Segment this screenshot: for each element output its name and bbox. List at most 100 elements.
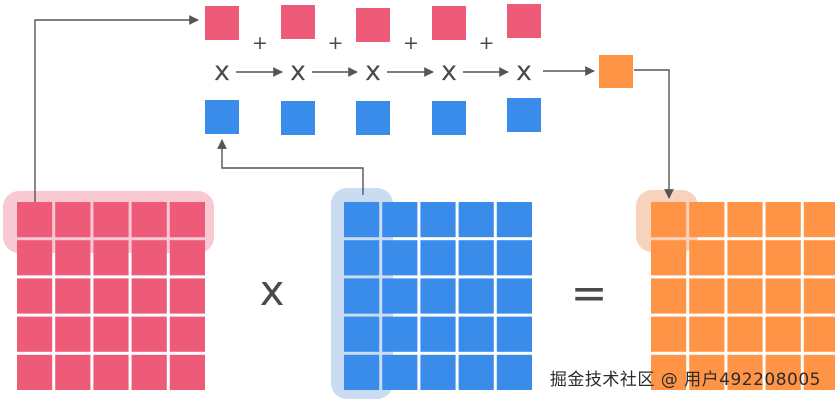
matrix-b-cell [420,278,456,314]
row-element-square [507,4,541,38]
matrix-b-cell [420,240,456,276]
matrix-a-cell [17,240,53,276]
plus-operator: + [328,32,344,54]
matrix-c-cell [689,278,725,314]
matrix-a-cell [169,354,205,390]
matrix-b-cell [420,202,456,238]
matrix-c-cell [765,240,801,276]
column-element-square [205,100,239,134]
row-element-square [356,8,390,42]
matrix-a-cell [93,316,129,352]
matrix-a-cell [131,240,167,276]
row-element-square [281,5,315,39]
column-to-bottom-connector [217,139,364,195]
row-element-square [205,6,239,40]
matrix-b-cell [458,354,494,390]
matrix-b-cell [496,240,532,276]
column-element-square [432,101,466,135]
matrix-c-cell [765,278,801,314]
matrix-a [17,202,205,390]
multiply-operator: x [260,266,285,315]
matrix-a-cell [131,354,167,390]
matrix-a-cell [93,240,129,276]
matrix-c-cell [727,354,763,390]
matrix-c-cell [727,278,763,314]
matrix-c-cell [803,278,835,314]
matrix-c-cell [689,240,725,276]
matrix-b-cell [382,354,418,390]
result-cell [599,55,633,88]
matrix-a-cell [55,354,91,390]
column-element-square [281,101,315,135]
matrix-a-cell [17,202,53,238]
matrix-c-cell [803,316,835,352]
matrix-c-cell [803,240,835,276]
matrix-a-cell [169,316,205,352]
matrix-b-cell [458,202,494,238]
product-operator: x [214,56,230,87]
matrix-a-cell [55,278,91,314]
matrix-c-cell [651,354,687,390]
matrix-b-cell [420,316,456,352]
plus-operator: + [479,32,495,54]
matrix-a-cell [93,278,129,314]
matrix-c-cell [651,240,687,276]
matrix-a-cell [17,354,53,390]
matrix-b-cell [496,278,532,314]
matrix-c-cell [727,240,763,276]
matrix-b-cell [344,316,380,352]
column-element-square [507,98,541,132]
dot-product-pipeline: x+x+x+x+x [205,4,541,135]
plus-operator: + [403,32,419,54]
matrix-b-cell [382,202,418,238]
matrix-a-cell [93,202,129,238]
row-element-square [432,6,466,40]
watermark: 掘金技术社区 @ 用户492208005 [549,370,821,390]
matrix-a-cell [17,316,53,352]
matrix-c-cell [803,202,835,238]
matrix-c-cell [689,354,725,390]
matrix-c-cell [689,202,725,238]
matrix-b-cell [344,354,380,390]
matrix-b-cell [344,202,380,238]
matrix-b-cell [382,278,418,314]
matrix-c-cell [765,202,801,238]
matrix-b [344,202,532,390]
product-operator: x [516,56,532,87]
matrix-c-cell [803,354,835,390]
matrix-a-cell [169,240,205,276]
matrix-b-cell [458,278,494,314]
matrix-c-cell [727,202,763,238]
matrix-a-cell [131,316,167,352]
matrix-b-cell [382,316,418,352]
matrix-a-cell [17,278,53,314]
row-to-top-connector [34,15,199,202]
matrix-c-cell [689,316,725,352]
column-element-square [356,101,390,135]
matrix-c [651,202,835,390]
matrix-c-cell [651,316,687,352]
product-operator: x [365,56,381,87]
matrix-c-cell [651,202,687,238]
matrix-a-cell [55,316,91,352]
matrix-a-cell [55,202,91,238]
matrix-a-cell [55,240,91,276]
matrix-a-cell [131,278,167,314]
matrix-b-cell [496,354,532,390]
matrix-b-cell [382,240,418,276]
matrix-c-cell [765,316,801,352]
product-operator: x [441,56,457,87]
matrix-c-cell [651,278,687,314]
matrix-b-cell [458,240,494,276]
matrix-b-cell [496,202,532,238]
equals-operator: = [571,268,608,319]
matrix-c-cell [765,354,801,390]
matrix-c-cell [727,316,763,352]
matrix-b-cell [344,240,380,276]
result-to-cell-connector [634,69,674,199]
product-operator: x [290,56,306,87]
matrix-b-cell [458,316,494,352]
matrix-b-cell [344,278,380,314]
matrix-b-cell [420,354,456,390]
